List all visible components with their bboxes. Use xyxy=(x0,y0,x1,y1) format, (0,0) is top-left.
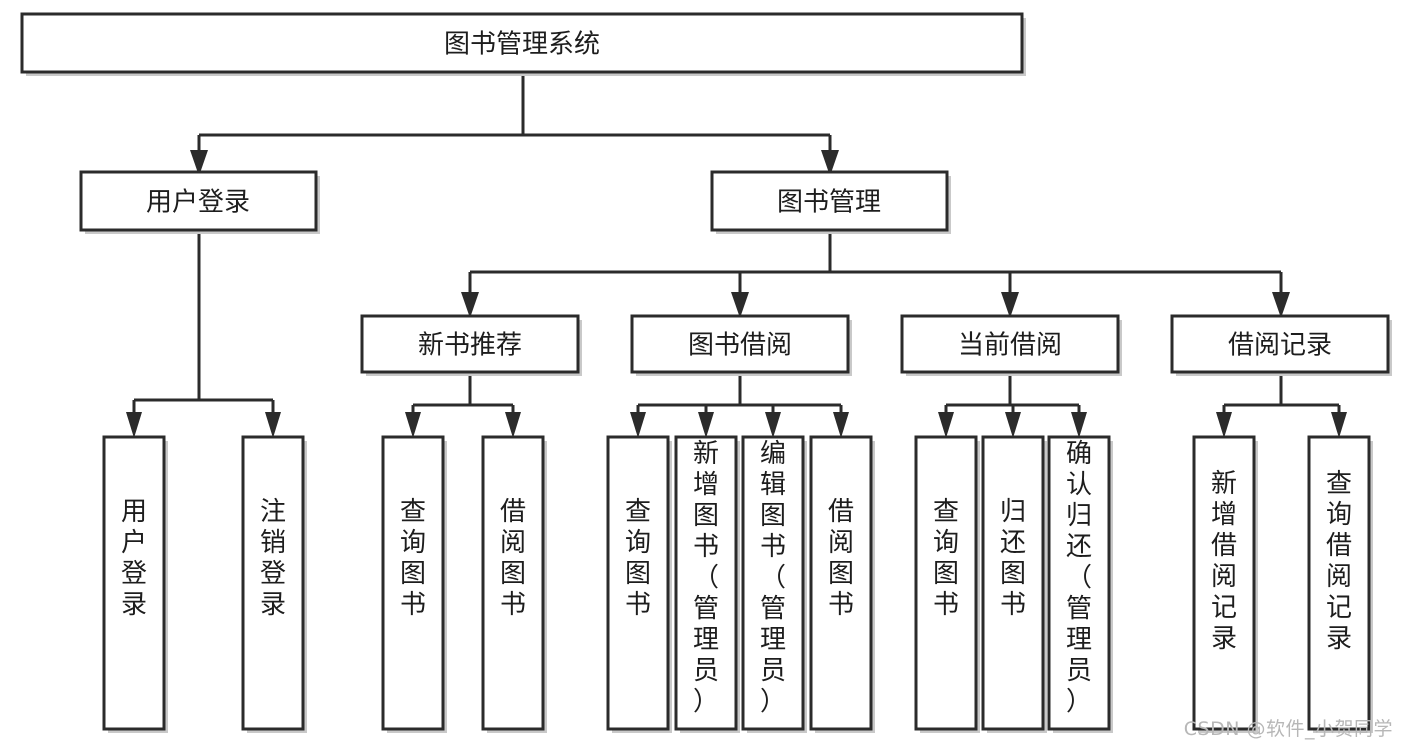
node-root[interactable]: 图书管理系统 xyxy=(20,12,1026,76)
edge-borrowrecord-to-bus xyxy=(1222,375,1341,420)
node-leaf-add-book-label: 新增图书（管理员） xyxy=(693,439,719,717)
node-current-borrow[interactable]: 当前借阅 xyxy=(900,314,1122,376)
arrow-to-leaf-add-book xyxy=(698,412,714,438)
edge-bookmgmt-to-bus xyxy=(468,233,1283,300)
node-leaf-query-book-2[interactable]: 查询图书 xyxy=(606,435,672,733)
arrow-to-book-borrow xyxy=(731,292,749,318)
arrow-to-leaf-logout-login xyxy=(265,412,281,438)
node-new-book-recommend-label: 新书推荐 xyxy=(418,331,522,361)
arrow-to-borrow-record xyxy=(1272,292,1290,318)
node-leaf-add-book-box[interactable] xyxy=(674,435,738,731)
edge-newbook-to-bus xyxy=(411,375,515,420)
arrow-to-leaf-add-record xyxy=(1216,412,1232,438)
arrow-to-leaf-edit-book xyxy=(765,412,781,438)
node-leaf-query-record-box[interactable] xyxy=(1307,435,1371,731)
edge-bookborrow-to-bus xyxy=(636,375,843,420)
node-leaf-return-book-label: 归还图书 xyxy=(1000,497,1026,620)
node-user-login-label: 用户登录 xyxy=(146,188,250,218)
node-new-book-recommend[interactable]: 新书推荐 xyxy=(360,314,582,376)
node-leaf-confirm-return-box[interactable] xyxy=(1047,435,1111,731)
arrow-to-user-login xyxy=(190,150,208,176)
edge-userlogin-to-bus xyxy=(132,233,275,420)
node-leaf-query-record[interactable]: 查询借阅记录 xyxy=(1307,435,1373,733)
node-root-box[interactable] xyxy=(20,12,1024,74)
node-leaf-confirm-return[interactable]: 确认归还（管理员） xyxy=(1047,435,1113,733)
node-leaf-add-record-box[interactable] xyxy=(1192,435,1256,731)
node-leaf-borrow-book-1[interactable]: 借阅图书 xyxy=(481,435,547,733)
node-root-label: 图书管理系统 xyxy=(444,30,600,60)
arrow-to-current-borrow xyxy=(1001,292,1019,318)
arrow-to-leaf-query-record xyxy=(1331,412,1347,438)
node-leaf-logout-login-label: 注销登录 xyxy=(260,497,286,620)
arrow-to-leaf-return-book xyxy=(1005,412,1021,438)
node-current-borrow-label: 当前借阅 xyxy=(958,331,1062,361)
arrow-to-leaf-query-book-2 xyxy=(630,412,646,438)
arrow-to-leaf-query-book-3 xyxy=(938,412,954,438)
node-leaf-query-book-1[interactable]: 查询图书 xyxy=(381,435,447,733)
edges-layer xyxy=(126,74,1347,438)
node-leaf-query-book-3[interactable]: 查询图书 xyxy=(914,435,980,733)
node-leaf-logout-login-box[interactable] xyxy=(241,435,305,731)
node-leaf-borrow-book-1-label: 借阅图书 xyxy=(500,497,526,620)
node-leaf-user-login[interactable]: 用户登录 xyxy=(102,435,168,733)
node-leaf-borrow-book-1-box[interactable] xyxy=(481,435,545,731)
node-leaf-edit-book-box[interactable] xyxy=(741,435,805,731)
node-new-book-recommend-box[interactable] xyxy=(360,314,580,374)
node-leaf-query-book-1-box[interactable] xyxy=(381,435,445,731)
node-book-management-label: 图书管理 xyxy=(777,188,881,218)
node-leaf-query-book-3-label: 查询图书 xyxy=(933,497,959,620)
node-leaf-user-login-label: 用户登录 xyxy=(121,497,147,620)
arrow-to-leaf-borrow-book-1 xyxy=(505,412,521,438)
node-leaf-borrow-book-2-label: 借阅图书 xyxy=(828,497,854,620)
arrow-to-leaf-user-login xyxy=(126,412,142,438)
arrow-to-leaf-query-book-1 xyxy=(405,412,421,438)
node-leaf-edit-book[interactable]: 编辑图书（管理员） xyxy=(741,435,807,733)
node-leaf-edit-book-label: 编辑图书（管理员） xyxy=(760,439,786,717)
node-leaf-borrow-book-2[interactable]: 借阅图书 xyxy=(809,435,875,733)
node-book-borrow-box[interactable] xyxy=(630,314,850,374)
node-leaf-add-record-label: 新增借阅记录 xyxy=(1211,469,1237,654)
node-borrow-record-label: 借阅记录 xyxy=(1228,331,1332,361)
node-leaf-logout-login[interactable]: 注销登录 xyxy=(241,435,307,733)
node-leaf-return-book[interactable]: 归还图书 xyxy=(981,435,1047,733)
node-book-borrow-label: 图书借阅 xyxy=(688,331,792,361)
node-book-borrow[interactable]: 图书借阅 xyxy=(630,314,852,376)
node-user-login[interactable]: 用户登录 xyxy=(79,170,320,234)
edge-root-to-bus xyxy=(197,74,832,160)
node-book-management[interactable]: 图书管理 xyxy=(710,170,951,234)
node-borrow-record-box[interactable] xyxy=(1170,314,1390,374)
node-leaf-query-book-2-label: 查询图书 xyxy=(625,497,651,620)
node-current-borrow-box[interactable] xyxy=(900,314,1120,374)
arrow-to-new-book-recommend xyxy=(461,292,479,318)
node-leaf-user-login-box[interactable] xyxy=(102,435,166,731)
node-leaf-add-record[interactable]: 新增借阅记录 xyxy=(1192,435,1258,733)
node-leaf-query-book-2-box[interactable] xyxy=(606,435,670,731)
node-leaf-query-book-3-box[interactable] xyxy=(914,435,978,731)
node-leaf-borrow-book-2-box[interactable] xyxy=(809,435,873,731)
node-leaf-confirm-return-label: 确认归还（管理员） xyxy=(1066,439,1092,717)
arrow-to-leaf-borrow-book-2 xyxy=(833,412,849,438)
node-borrow-record[interactable]: 借阅记录 xyxy=(1170,314,1392,376)
node-user-login-box[interactable] xyxy=(79,170,318,232)
arrow-to-leaf-confirm-return xyxy=(1071,412,1087,438)
arrow-to-book-management xyxy=(821,150,839,176)
node-leaf-return-book-box[interactable] xyxy=(981,435,1045,731)
node-leaf-query-book-1-label: 查询图书 xyxy=(400,497,426,620)
node-leaf-query-record-label: 查询借阅记录 xyxy=(1326,469,1352,654)
node-book-management-box[interactable] xyxy=(710,170,949,232)
node-leaf-add-book[interactable]: 新增图书（管理员） xyxy=(674,435,740,733)
